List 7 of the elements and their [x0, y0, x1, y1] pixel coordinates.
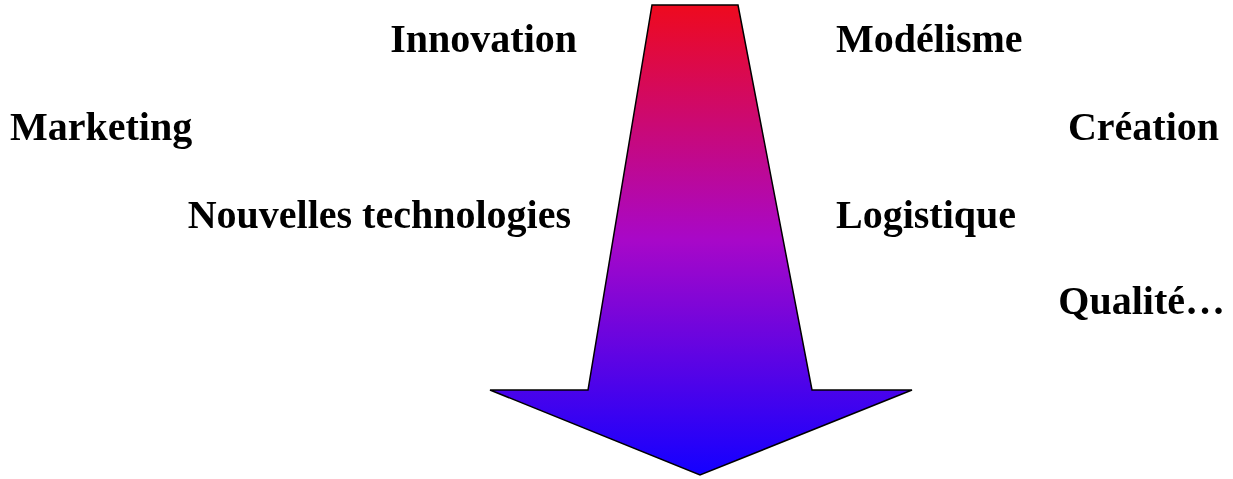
topic-label: Qualité… — [1058, 278, 1225, 324]
topic-label: Logistique — [836, 192, 1017, 238]
topic-label: Marketing — [10, 104, 193, 150]
topic-label: Modélisme — [836, 16, 1023, 62]
topic-label: Innovation — [390, 16, 577, 62]
topic-label: Nouvelles technologies — [187, 192, 571, 238]
topic-label: Création — [1067, 104, 1219, 150]
